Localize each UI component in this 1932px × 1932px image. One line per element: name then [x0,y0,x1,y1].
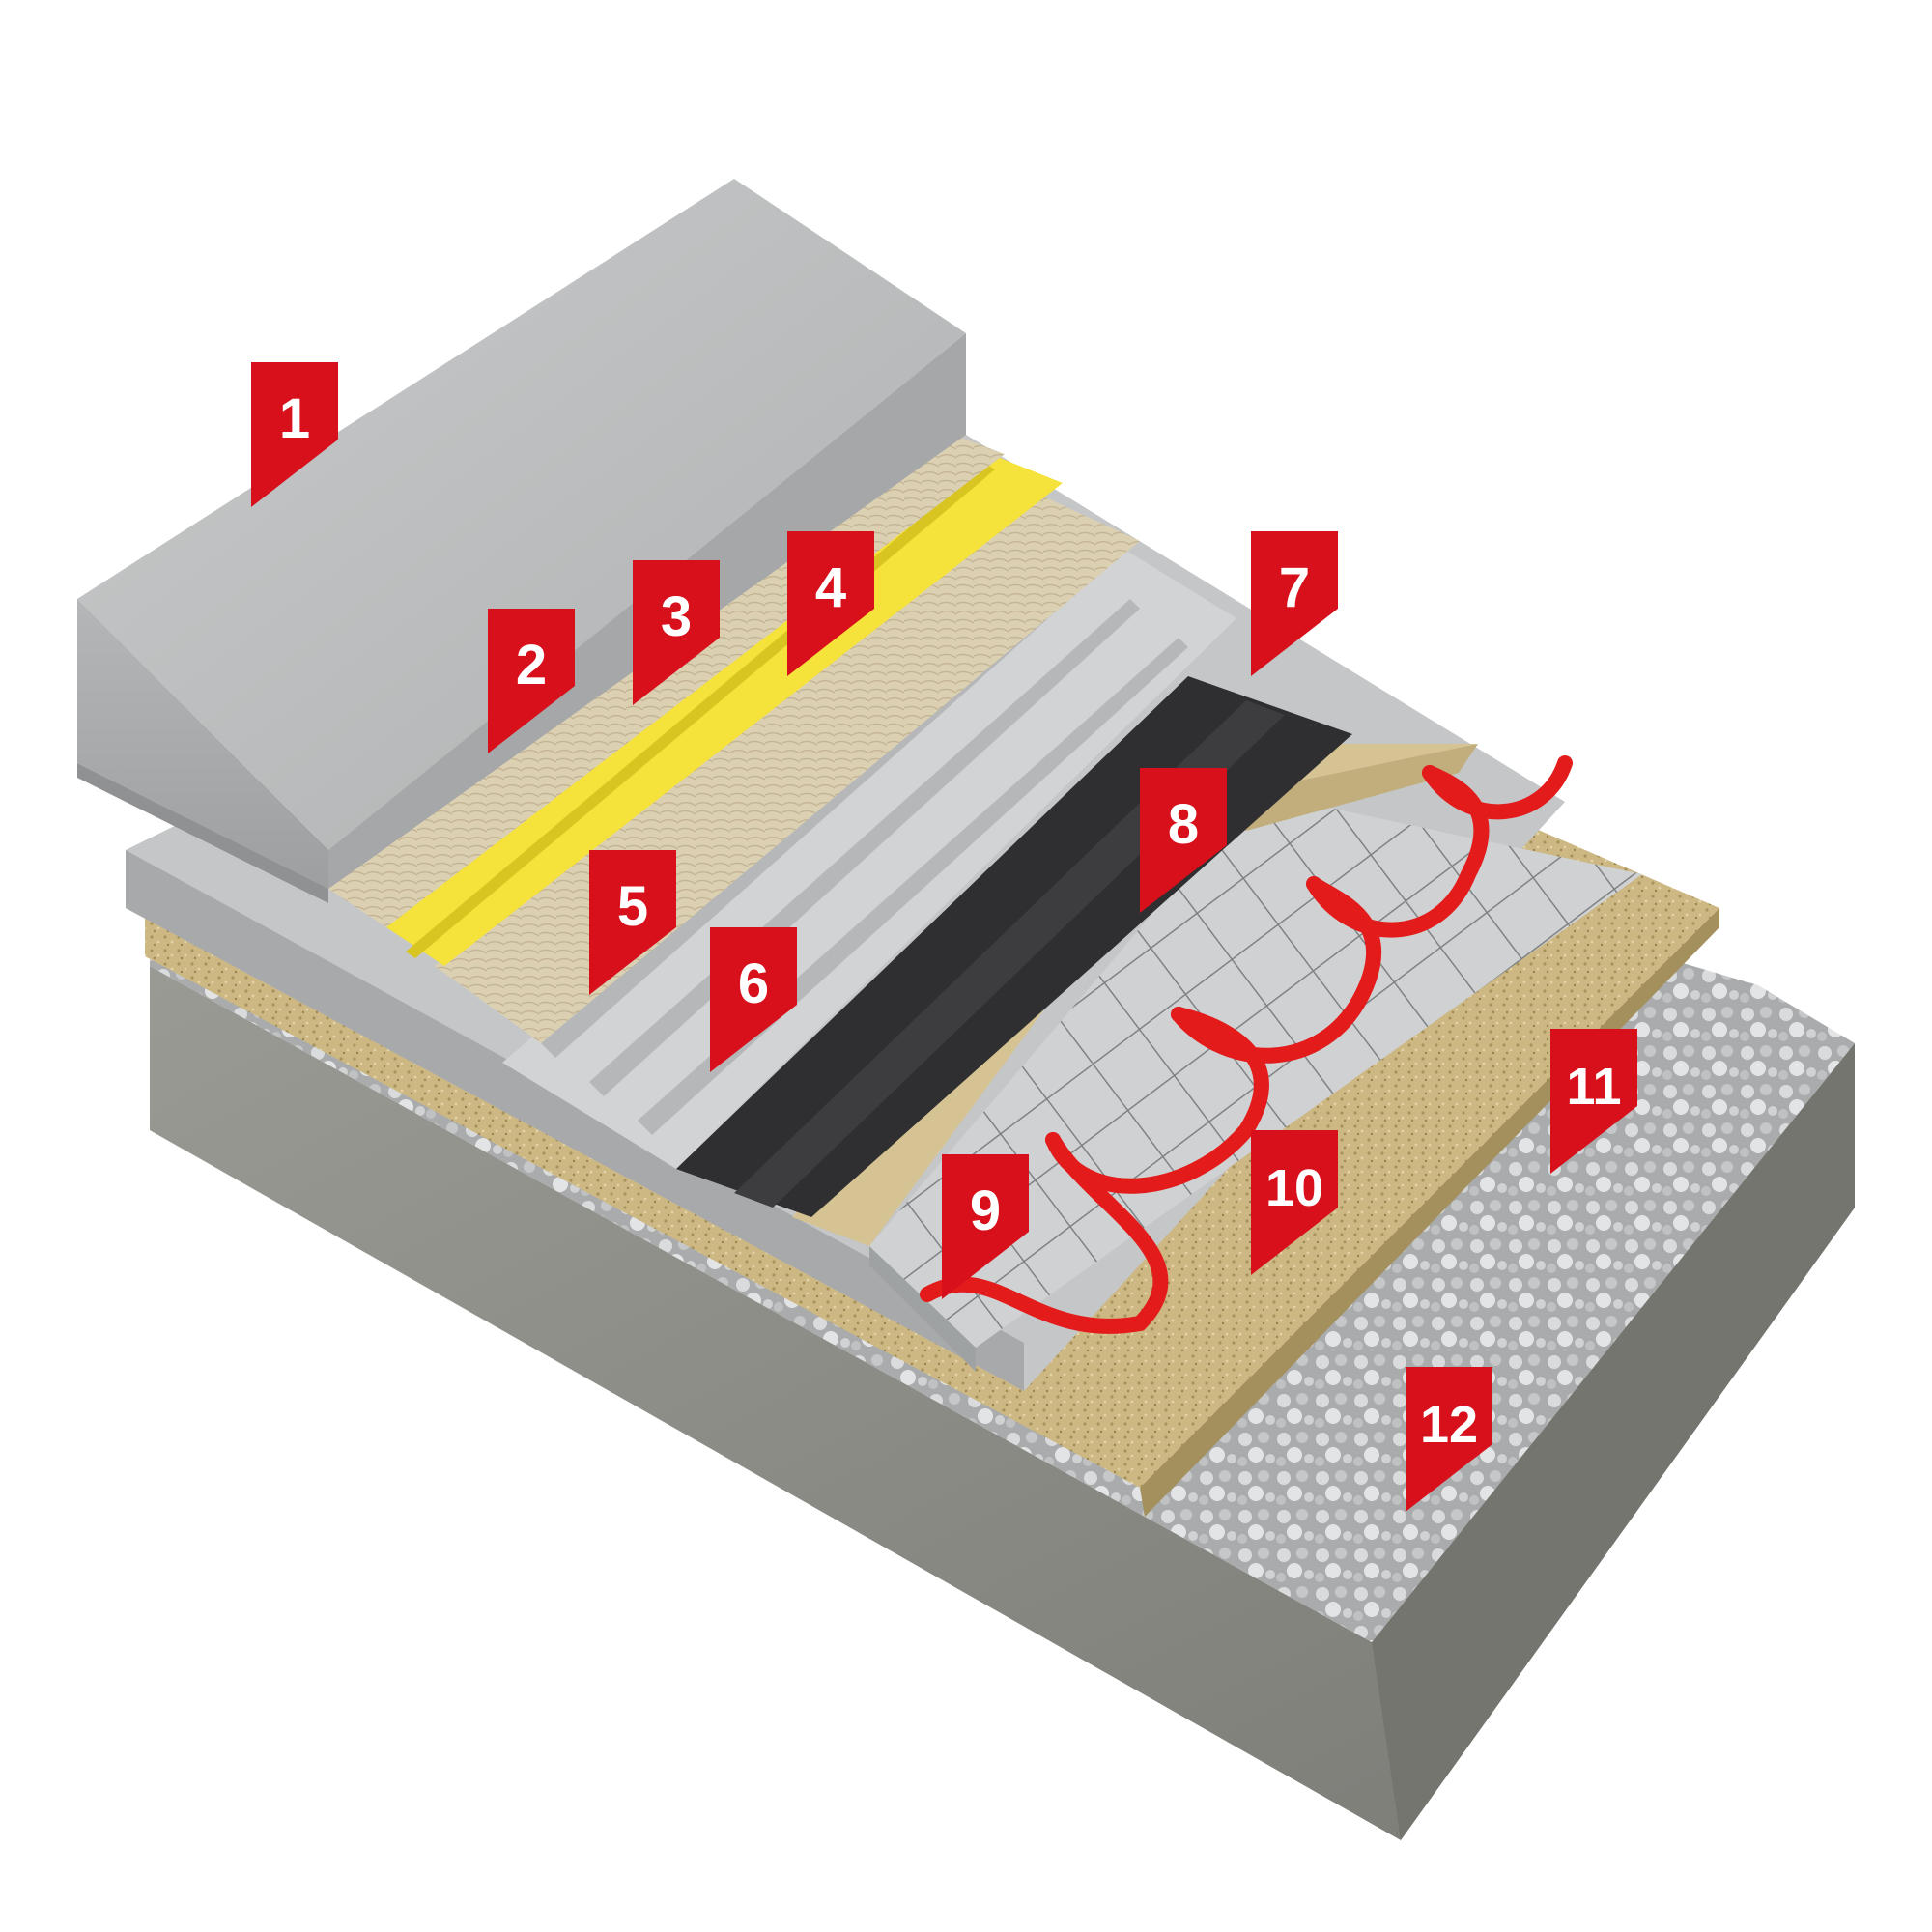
marker-label: 3 [661,585,692,648]
marker-label: 10 [1265,1159,1323,1217]
marker-label: 2 [516,634,547,696]
marker-label: 7 [1279,556,1310,619]
callout-flag-icon [710,927,797,1072]
callout-flag-icon [1140,768,1227,913]
marker-5: 5 [589,850,676,995]
marker-7: 7 [1251,531,1338,676]
marker-3: 3 [633,560,720,705]
callout-flag-icon [1251,1130,1338,1275]
marker-4: 4 [787,531,874,676]
marker-1: 1 [251,362,338,507]
callout-flag-icon [589,850,676,995]
marker-9: 9 [942,1154,1029,1299]
callout-flag-icon [488,609,575,753]
callout-flag-icon [1406,1367,1492,1512]
callout-flag-icon [787,531,874,676]
marker-label: 5 [617,875,648,938]
marker-label: 11 [1566,1058,1621,1116]
marker-8: 8 [1140,768,1227,913]
callout-flag-icon [1251,531,1338,676]
marker-11: 11 [1550,1029,1637,1174]
heating-pipe [920,755,1573,1334]
marker-label: 8 [1168,793,1199,856]
callout-flag-icon [633,560,720,705]
marker-6: 6 [710,927,797,1072]
marker-label: 9 [970,1179,1001,1242]
layer-soil [150,966,1855,1840]
marker-label: 1 [279,387,310,450]
marker-label: 6 [738,952,769,1015]
callout-flag-icon [251,362,338,507]
marker-2: 2 [488,609,575,753]
marker-label: 12 [1420,1396,1478,1454]
marker-12: 12 [1406,1367,1492,1512]
marker-label: 4 [815,556,846,619]
callout-flag-icon [942,1154,1029,1299]
marker-10: 10 [1251,1130,1338,1275]
callout-flag-icon [1550,1029,1637,1174]
